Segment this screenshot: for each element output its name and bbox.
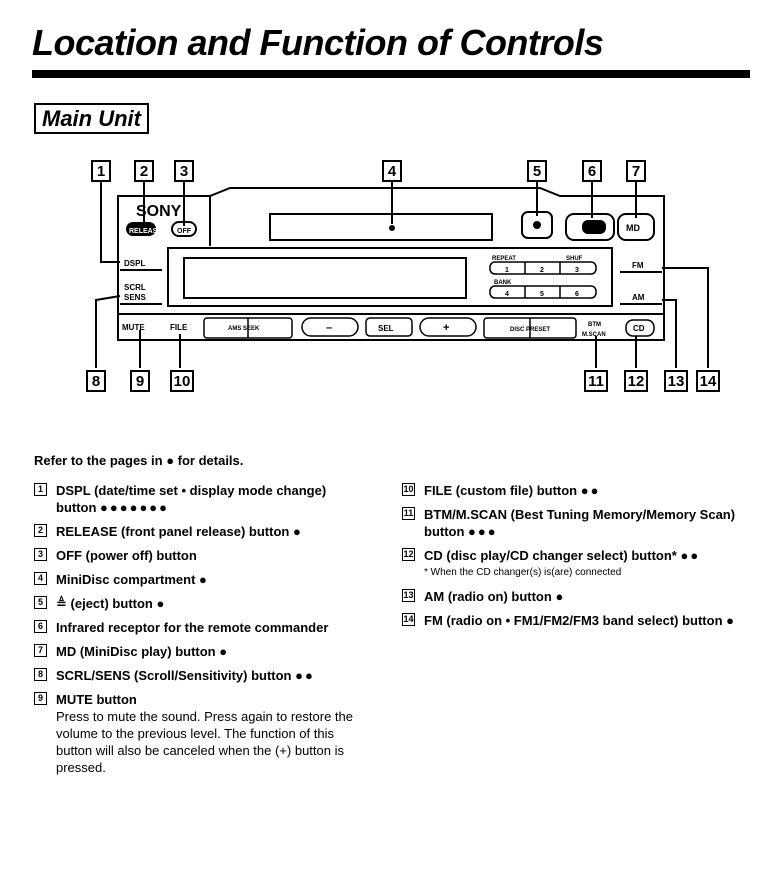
unit-body (117, 187, 665, 341)
list-item: 1 DSPL (date/time set • display mode cha… (34, 482, 354, 516)
callout-10: 10 (170, 370, 194, 392)
display-window (167, 247, 613, 307)
callout-3: 3 (174, 160, 194, 182)
sel-button (365, 317, 413, 337)
callout-8: 8 (86, 370, 106, 392)
list-item: 2 RELEASE (front panel release) button ● (34, 523, 354, 540)
callout-13: 13 (664, 370, 688, 392)
svg-text:SHUF: SHUF (566, 256, 583, 262)
infrared-receptor (565, 213, 615, 241)
svg-text:M.SCAN: M.SCAN (582, 332, 606, 338)
svg-text:2: 2 (540, 267, 544, 274)
list-item: 13 AM (radio on) button ● (402, 589, 566, 604)
mute-button: MUTE (122, 323, 145, 332)
svg-text:1: 1 (505, 267, 509, 274)
plus-button (419, 317, 477, 337)
svg-text:CD: CD (633, 324, 645, 333)
svg-text:MD: MD (626, 223, 640, 233)
svg-text:+: + (443, 322, 449, 334)
callout-9: 9 (130, 370, 150, 392)
callout-6: 6 (582, 160, 602, 182)
svg-text:DISC PRESET: DISC PRESET (510, 327, 550, 333)
list-item: 14 FM (radio on • FM1/FM2/FM3 band selec… (402, 613, 736, 628)
svg-text:3: 3 (575, 267, 579, 274)
cd-button (625, 319, 655, 337)
main-unit-diagram: SONY RELEASE OFF MD DSPL SCRL SENS REPEA… (95, 180, 709, 368)
fm-button: FM (632, 261, 644, 270)
page-title: Location and Function of Controls (32, 22, 604, 63)
list-item: 12 CD (disc play/CD changer select) butt… (402, 548, 701, 578)
svg-text:AMS SEEK: AMS SEEK (228, 326, 260, 332)
scrl-sens-button: SCRL (124, 283, 146, 292)
section-label: Main Unit (34, 103, 149, 134)
intro-text: Refer to the pages in ● for details. (34, 453, 244, 468)
controls-list-right: 10 FILE (custom file) button ●● 11 BTM/M… (402, 482, 747, 636)
list-item: 4 MiniDisc compartment ● (34, 571, 354, 588)
callout-4: 4 (382, 160, 402, 182)
list-item: 3 OFF (power off) button (34, 547, 354, 564)
callout-1: 1 (91, 160, 111, 182)
svg-text:4: 4 (505, 291, 509, 298)
list-item: 11 BTM/M.SCAN (Best Tuning Memory/Memory… (402, 507, 736, 539)
svg-text:5: 5 (540, 291, 544, 298)
leader-lines (95, 180, 709, 368)
list-item: 7 MD (MiniDisc play) button ● (34, 643, 354, 660)
svg-text:REPEAT: REPEAT (492, 256, 516, 262)
callout-12: 12 (624, 370, 648, 392)
list-item: 10 FILE (custom file) button ●● (402, 483, 601, 498)
list-item: 5 ≜ (eject) button ● (34, 595, 354, 612)
callout-5: 5 (527, 160, 547, 182)
list-item: 9 MUTE button Press to mute the sound. P… (34, 691, 354, 776)
controls-list-left: 1 DSPL (date/time set • display mode cha… (34, 482, 354, 783)
minus-button (301, 317, 359, 337)
btm-mscan-button: BTM (588, 322, 601, 328)
preset-buttons (489, 261, 597, 299)
callout-14: 14 (696, 370, 720, 392)
svg-text:–: – (326, 322, 332, 334)
release-button (126, 222, 156, 236)
svg-text:OFF: OFF (177, 228, 192, 235)
svg-text:RELEASE: RELEASE (129, 228, 162, 235)
svg-text:BANK: BANK (494, 280, 512, 286)
title-rule (32, 70, 750, 78)
sony-logo: SONY (136, 203, 182, 220)
callout-7: 7 (626, 160, 646, 182)
list-item: 6 Infrared receptor for the remote comma… (34, 619, 354, 636)
file-button: FILE (170, 323, 188, 332)
list-item: 8 SCRL/SENS (Scroll/Sensitivity) button … (34, 667, 354, 684)
svg-text:SENS: SENS (124, 293, 146, 302)
svg-text:SEL: SEL (378, 324, 394, 333)
minidisc-slot (269, 213, 493, 241)
callout-2: 2 (134, 160, 154, 182)
callout-11: 11 (584, 370, 608, 392)
svg-text:6: 6 (575, 291, 579, 298)
am-button: AM (632, 293, 645, 302)
dspl-button: DSPL (124, 259, 145, 268)
